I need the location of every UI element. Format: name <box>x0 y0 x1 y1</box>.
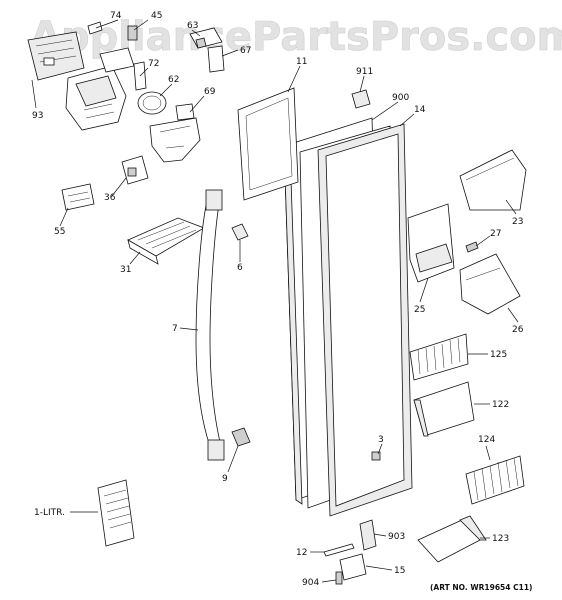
callout-55: 55 <box>54 227 65 237</box>
callout-124: 124 <box>478 435 495 445</box>
cap-911 <box>351 89 371 109</box>
instruction-booklet <box>97 479 135 547</box>
light-3 <box>371 451 381 461</box>
callout-67: 67 <box>240 46 251 56</box>
callout-903: 903 <box>388 532 405 542</box>
callout-93: 93 <box>32 111 43 121</box>
spacer-12 <box>323 543 355 557</box>
callout-11: 11 <box>296 57 307 67</box>
small-connector-45 <box>127 25 138 41</box>
ice-bin-25 <box>407 203 455 283</box>
funnel-69 <box>149 103 201 163</box>
callout-62: 62 <box>168 75 179 85</box>
screw-27 <box>465 241 479 253</box>
bracket-123 <box>417 515 487 563</box>
screw-904 <box>335 571 343 585</box>
dispenser-frame-11 <box>237 87 299 201</box>
callout-7: 7 <box>172 324 178 334</box>
dispenser-control-board <box>27 31 85 81</box>
callout-900: 900 <box>392 93 409 103</box>
callout-labels: 74 45 63 67 72 62 69 93 11 911 900 14 36… <box>32 11 524 588</box>
basket-124 <box>465 455 525 505</box>
ring-62 <box>137 91 167 115</box>
leader-lines <box>31 19 519 583</box>
callout-15: 15 <box>394 566 405 576</box>
bracket-67 <box>207 45 225 73</box>
callout-9: 9 <box>222 474 228 484</box>
callout-122: 122 <box>492 400 509 410</box>
callout-904: 904 <box>302 578 319 588</box>
callout-63: 63 <box>187 21 198 31</box>
callout-6: 6 <box>237 263 243 273</box>
actuator-63 <box>189 27 223 49</box>
chute-26 <box>459 253 521 315</box>
shelf-122 <box>413 381 475 437</box>
clip-74 <box>87 21 103 35</box>
dispenser-housing <box>65 47 135 131</box>
callout-911: 911 <box>356 67 373 77</box>
callout-74: 74 <box>110 11 122 21</box>
callout-69: 69 <box>204 87 216 97</box>
callout-31: 31 <box>120 265 131 275</box>
bumper-9 <box>231 427 251 447</box>
art-number: (ART NO. WR19654 C11) <box>430 583 532 592</box>
callout-36: 36 <box>104 193 116 203</box>
callout-3: 3 <box>378 435 384 445</box>
callout-123: 123 <box>492 534 509 544</box>
callout-14: 14 <box>414 105 426 115</box>
callout-25: 25 <box>414 305 425 315</box>
callout-27: 27 <box>490 229 501 239</box>
pin-6 <box>231 223 249 241</box>
door-handle-7 <box>195 189 225 461</box>
hinge-15 <box>339 553 367 581</box>
callout-125: 125 <box>490 350 507 360</box>
shelf-basket-125 <box>409 333 469 381</box>
drip-grille-31 <box>127 217 205 265</box>
callout-1-litr: 1-LITR. <box>34 508 65 518</box>
door-gasket-14 <box>317 123 413 517</box>
callout-26: 26 <box>512 325 524 335</box>
hinge-bracket-903 <box>359 519 377 551</box>
callout-45: 45 <box>151 11 162 21</box>
bin-cover-23 <box>459 149 527 211</box>
callout-23: 23 <box>512 217 523 227</box>
bracket-55 <box>61 183 95 211</box>
switch-36 <box>121 155 149 185</box>
callout-12: 12 <box>296 548 307 558</box>
callout-72: 72 <box>148 59 159 69</box>
